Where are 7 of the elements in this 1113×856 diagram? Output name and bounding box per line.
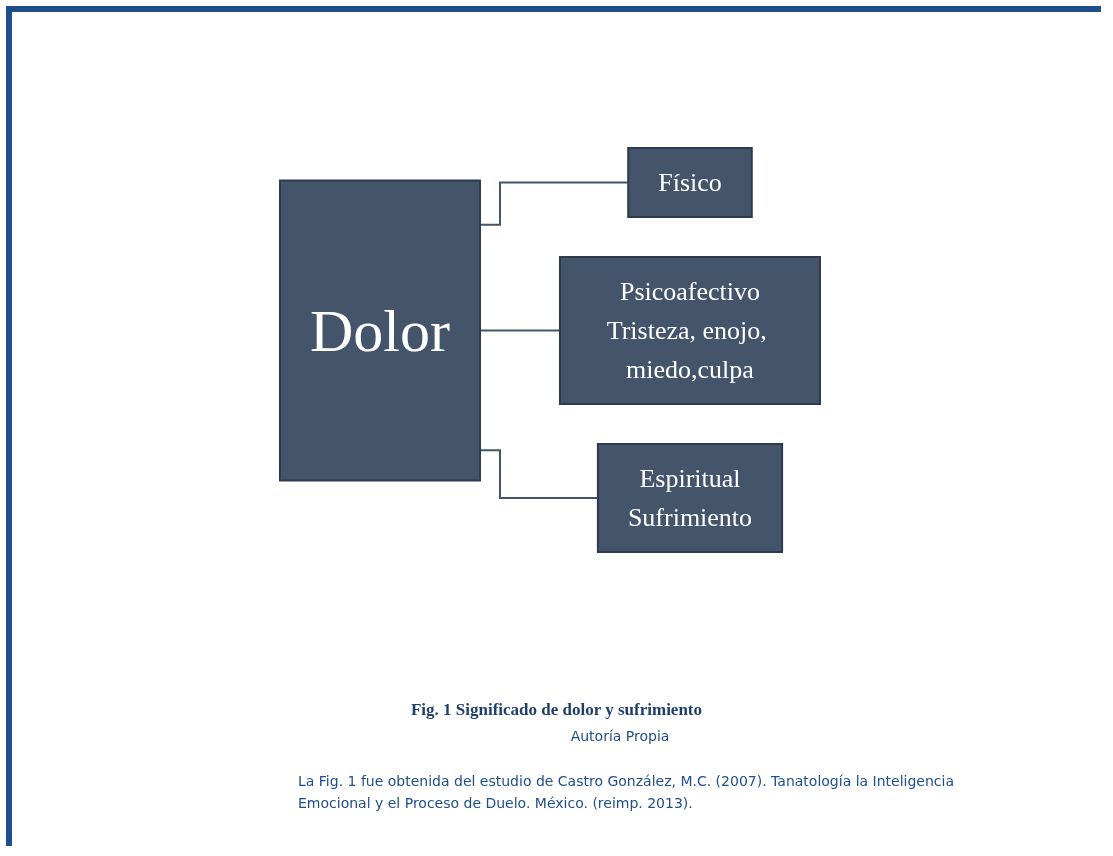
figure-caption: Fig. 1 Significado de dolor y sufrimiento — [409, 700, 704, 720]
node-box: Dolor — [279, 179, 481, 482]
node-box: Físico — [627, 147, 753, 218]
node-box: Espiritual Sufrimiento — [596, 443, 784, 553]
node-box: Psicoafectivo Tristeza, enojo, miedo,culpa — [559, 256, 821, 405]
source-note: La Fig. 1 fue obtenida del estudio de Castro González, M.C. (2007). Tanatología la Inteligencia Emocional y el Proceso de Duelo. México. (reimp. 2013). — [298, 772, 955, 814]
author-note: Autoría Propia — [569, 728, 671, 744]
